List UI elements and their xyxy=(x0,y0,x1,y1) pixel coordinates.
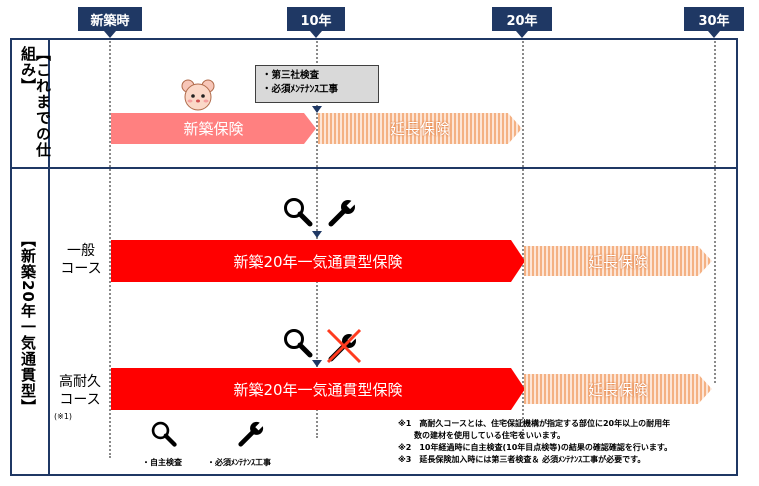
footnote-2: ※2 10年経過時に自主検査(10年目点検等)の結果の確認確認を行います。 xyxy=(398,442,672,454)
mascot-icon xyxy=(180,77,216,117)
legend-maintenance: ・必須ﾒﾝﾃﾅﾝｽ工事 xyxy=(207,457,271,469)
general-extension-label: 延長保険 xyxy=(588,251,648,272)
wrench-crossed-icon xyxy=(325,327,363,369)
magnifier-icon xyxy=(282,327,314,363)
general-checkpoint-arrow xyxy=(312,231,322,238)
legacy-new-insurance-bar: 新築保険 xyxy=(111,113,316,144)
durable-extension-label: 延長保険 xyxy=(588,379,648,400)
callout-arrow xyxy=(312,106,322,113)
durable-course-label: 高耐久 コース xyxy=(50,373,110,409)
legend-self-inspection: ・自主検査 xyxy=(142,457,182,469)
wrench-icon xyxy=(327,198,357,232)
general-main-bar: 新築20年一気通貫型保険 xyxy=(111,240,525,282)
durable-label-line1: 高耐久 xyxy=(50,373,110,391)
new-section-label: 【新築20年一気通貫型】 xyxy=(20,232,35,432)
general-main-label: 新築20年一気通貫型保険 xyxy=(233,251,402,272)
milestone-new-build: 新築時 xyxy=(78,7,142,31)
general-label-line1: 一般 xyxy=(56,242,106,260)
magnifier-icon xyxy=(150,420,178,452)
legacy-new-insurance-label: 新築保険 xyxy=(183,118,243,139)
durable-main-bar: 新築20年一気通貫型保険 xyxy=(111,368,525,410)
footnote-3: ※3 延長保険加入時には第三者検査＆ 必須ﾒﾝﾃﾅﾝｽ工事が必要です。 xyxy=(398,454,645,466)
callout-line-maintenance: ・必須ﾒﾝﾃﾅﾝｽ工事 xyxy=(262,83,372,97)
general-label-line2: コース xyxy=(56,260,106,278)
milestone-30y: 30年 xyxy=(684,7,744,31)
general-course-label: 一般 コース xyxy=(56,242,106,278)
callout-line-third-party: ・第三社検査 xyxy=(262,69,372,83)
footnote-1: ※1 高耐久コースとは、住宅保証機構が指定する部位に20年以上の耐用年 xyxy=(398,418,670,430)
legacy-extension-label: 延長保険 xyxy=(390,118,450,139)
durable-course-note: (※1) xyxy=(54,411,72,423)
durable-extension-bar: 延長保険 xyxy=(524,374,712,404)
magnifier-icon xyxy=(282,196,314,232)
legacy-extension-bar: 延長保険 xyxy=(318,113,522,144)
general-extension-bar: 延長保険 xyxy=(524,246,712,276)
legacy-section-label: 【これまでの仕組み】 xyxy=(20,46,50,164)
milestone-10y: 10年 xyxy=(287,7,345,31)
durable-label-line2: コース xyxy=(50,391,110,409)
milestone-20y: 20年 xyxy=(492,7,552,31)
wrench-icon xyxy=(237,420,265,452)
section-divider xyxy=(10,167,738,169)
inspection-callout: ・第三社検査 ・必須ﾒﾝﾃﾅﾝｽ工事 xyxy=(255,65,379,103)
durable-main-label: 新築20年一気通貫型保険 xyxy=(233,379,402,400)
durable-checkpoint-arrow xyxy=(312,360,322,367)
footnote-1-cont: 数の建材を使用している住宅をいいます。 xyxy=(398,430,565,442)
